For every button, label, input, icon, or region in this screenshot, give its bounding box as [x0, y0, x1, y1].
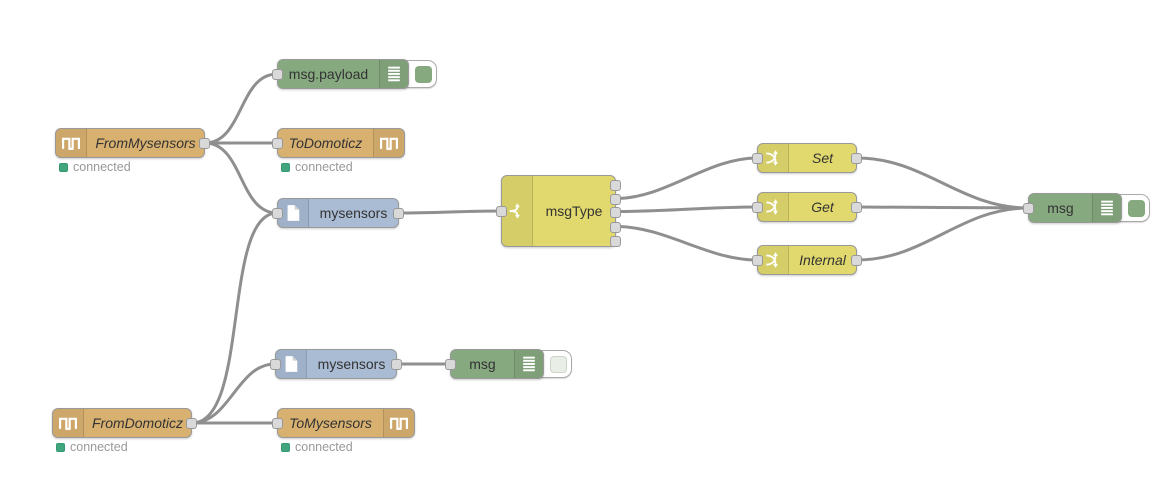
output-port[interactable]	[393, 207, 404, 219]
status-text: connected	[70, 440, 128, 454]
input-port[interactable]	[272, 417, 283, 429]
node-msg-debug-lower[interactable]: msg	[445, 349, 544, 379]
square-wave-icon	[56, 129, 87, 157]
node-status: connected	[59, 160, 131, 174]
node-label: msgType	[545, 203, 603, 219]
status-text: connected	[295, 440, 353, 454]
output-port[interactable]	[391, 358, 402, 370]
node-msg-payload-debug[interactable]: msg.payload	[272, 59, 409, 89]
debug-list-icon	[514, 350, 543, 378]
node-to-domoticz[interactable]: ToDomoticz	[272, 128, 405, 158]
input-port[interactable]	[270, 358, 281, 370]
output-port[interactable]	[186, 417, 197, 429]
shuffle-change-icon	[758, 246, 789, 274]
node-label: msg	[469, 356, 496, 372]
wire[interactable]	[203, 72, 279, 145]
node-label: Set	[811, 150, 833, 166]
input-port[interactable]	[496, 205, 507, 217]
node-status: connected	[281, 160, 353, 174]
wire[interactable]	[203, 141, 279, 215]
node-change-internal[interactable]: Internal	[752, 245, 862, 275]
node-label: Get	[811, 199, 834, 215]
output-port[interactable]	[851, 254, 862, 266]
node-label: ToMysensors	[289, 415, 372, 431]
node-label: FromMysensors	[95, 135, 196, 151]
debug-disabled-indicator	[550, 355, 567, 373]
node-label: msg	[1047, 200, 1074, 216]
wire[interactable]	[614, 156, 759, 200]
node-label: Internal	[799, 252, 846, 268]
node-from-mysensors[interactable]: FromMysensors	[55, 128, 210, 158]
status-text: connected	[73, 160, 131, 174]
output-port-2[interactable]	[610, 194, 621, 205]
node-label: mysensors	[317, 356, 386, 372]
node-label: mysensors	[319, 205, 388, 221]
debug-list-icon	[1092, 194, 1121, 222]
file-icon	[278, 199, 309, 227]
node-label: FromDomoticz	[91, 415, 183, 431]
square-wave-icon	[383, 409, 414, 437]
node-to-mysensors[interactable]: ToMysensors	[272, 408, 415, 438]
node-msgtype-switch[interactable]: msgType	[496, 175, 621, 247]
node-change-get[interactable]: Get	[752, 192, 862, 222]
node-msg-debug-right[interactable]: msg	[1023, 193, 1122, 223]
output-port[interactable]	[199, 137, 210, 149]
debug-enabled-indicator	[415, 65, 432, 83]
input-port[interactable]	[752, 152, 763, 164]
node-change-set[interactable]: Set	[752, 143, 862, 173]
input-port[interactable]	[1023, 202, 1034, 214]
output-port-1[interactable]	[610, 180, 621, 191]
shuffle-change-icon	[758, 193, 789, 221]
wire[interactable]	[190, 211, 279, 425]
node-from-domoticz[interactable]: FromDomoticz	[52, 408, 197, 438]
status-dot-green	[281, 442, 290, 452]
debug-list-icon	[379, 60, 408, 88]
input-port[interactable]	[272, 68, 283, 80]
input-port[interactable]	[752, 254, 763, 266]
output-port[interactable]	[851, 201, 862, 213]
status-dot-green	[59, 162, 68, 172]
shuffle-change-icon	[758, 144, 789, 172]
input-port[interactable]	[272, 207, 283, 219]
wire[interactable]	[190, 362, 277, 425]
output-port-4[interactable]	[610, 222, 621, 233]
fork-switch-icon	[502, 176, 533, 246]
status-text: connected	[295, 160, 353, 174]
input-port[interactable]	[272, 137, 283, 149]
square-wave-icon	[373, 129, 404, 157]
node-status: connected	[56, 440, 128, 454]
node-label: ToDomoticz	[288, 135, 363, 151]
status-dot-green	[281, 162, 290, 172]
wire[interactable]	[614, 225, 759, 262]
square-wave-icon	[53, 409, 84, 437]
status-dot-green	[56, 442, 65, 452]
node-mysensors-decode-upper[interactable]: mysensors	[272, 198, 404, 228]
output-port-3[interactable]	[610, 207, 621, 218]
output-port[interactable]	[851, 152, 862, 164]
wire[interactable]	[855, 205, 1030, 210]
node-status: connected	[281, 440, 353, 454]
wire[interactable]	[397, 209, 503, 215]
file-icon	[276, 350, 307, 378]
input-port[interactable]	[752, 201, 763, 213]
node-mysensors-decode-lower[interactable]: mysensors	[270, 349, 402, 379]
wire[interactable]	[855, 206, 1030, 262]
output-port-5[interactable]	[610, 236, 621, 247]
node-label: msg.payload	[288, 66, 369, 82]
debug-enabled-indicator	[1128, 199, 1145, 217]
wire[interactable]	[855, 156, 1030, 210]
input-port[interactable]	[445, 358, 456, 370]
wire[interactable]	[614, 205, 759, 213]
